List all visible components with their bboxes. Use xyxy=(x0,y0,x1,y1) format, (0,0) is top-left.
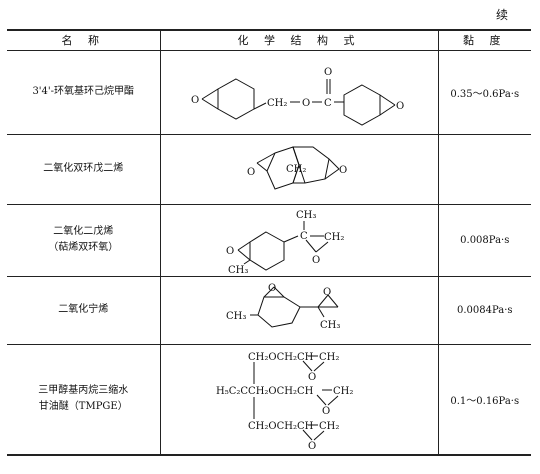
table-row: 3'4'-环氧基环己烷甲酯 O CH₂ O C O xyxy=(7,50,531,134)
epoxide-bond xyxy=(316,394,327,406)
ring-bond xyxy=(257,296,301,328)
epoxide-bond xyxy=(305,239,317,253)
atom-label: CH₂ xyxy=(319,352,339,363)
compound-name: 二氧化双环戊二烯 xyxy=(7,134,161,204)
atom-label: O xyxy=(312,255,320,266)
epoxide-bond xyxy=(237,241,251,251)
epoxide-bond xyxy=(237,249,251,261)
viscosity-value: 0.35～0.6Pa·s xyxy=(450,88,520,100)
compound-name-line: 3'4'-环氧基环己烷甲酯 xyxy=(32,86,135,97)
atom-label: O xyxy=(226,246,234,257)
ring-bond xyxy=(343,84,381,126)
viscosity-value: 0.008Pa·s xyxy=(460,234,510,246)
atom-label: O xyxy=(302,98,310,109)
ring-bond xyxy=(249,231,285,271)
atom-label: CH₃ xyxy=(228,265,248,274)
compound-table: 名 称 化 学 结 构 式 黏 度 3'4'-环氧基环己烷甲酯 O CH₂ xyxy=(7,29,531,456)
bond xyxy=(317,306,325,318)
atom-label: O xyxy=(323,287,331,298)
atom-label: CH₃ xyxy=(226,311,246,322)
compound-name: 三甲醇基丙烷三缩水 甘油醚（TMPGE） xyxy=(7,344,161,455)
compound-name-line: （萜烯双环氧） xyxy=(48,242,119,253)
bond xyxy=(283,235,299,243)
viscosity-value: 0.0084Pa·s xyxy=(456,304,513,316)
compound-name: 二氧化宁烯 xyxy=(7,276,161,344)
atom-label: CH₂ xyxy=(333,386,353,397)
bridge-bond xyxy=(292,146,306,184)
epoxide-bond xyxy=(327,395,339,406)
ring-bond xyxy=(292,146,330,184)
header-viscosity: 黏 度 xyxy=(463,34,507,48)
atom-label: CH₃ xyxy=(320,320,340,331)
epoxide-bond xyxy=(324,168,340,180)
atom-label: O xyxy=(308,441,316,451)
epoxide-bond xyxy=(256,152,276,164)
structure-diagram: O CH₃ O CH₃ xyxy=(226,283,340,331)
structure-cell: O CH₂ O C O O O xyxy=(160,50,439,134)
viscosity-value xyxy=(438,134,531,204)
epoxide-bond xyxy=(201,98,219,110)
epoxide-bond xyxy=(327,294,339,308)
epoxide-bond xyxy=(302,429,313,441)
bond xyxy=(243,259,251,265)
atom-label: O xyxy=(322,406,330,417)
structure-diagram: CH₃ C CH₂ O O CH₃ xyxy=(226,210,344,274)
epoxide-bond xyxy=(201,88,219,100)
table-row: 二氧化二戊烯 （萜烯双环氧） CH₃ C CH₂ O O xyxy=(7,204,531,276)
ring-bond xyxy=(217,78,255,120)
atom-label: O xyxy=(191,95,199,106)
atom-label: O xyxy=(396,101,404,112)
compound-name-line: 二氧化二戊烯 xyxy=(53,226,114,237)
atom-label: CH₃ xyxy=(296,210,316,221)
table-row: 二氧化宁烯 O CH₃ O CH₃ xyxy=(7,276,531,344)
atom-label: C xyxy=(300,231,308,242)
epoxide-bond xyxy=(317,294,329,308)
continued-label: 续 xyxy=(496,8,509,22)
atom-label: CH₂OCH₂CH xyxy=(248,421,314,432)
epoxide-bond xyxy=(379,104,396,116)
header-name: 名 称 xyxy=(7,30,161,50)
atom-label: CH₂ xyxy=(324,232,344,243)
viscosity-value: 0.1～0.16Pa·s xyxy=(450,395,520,407)
bond xyxy=(253,102,267,110)
atom-label: C xyxy=(324,98,332,109)
epoxide-bond xyxy=(263,286,275,298)
epoxide-bond xyxy=(313,361,325,372)
structure-cell: O CH₃ O CH₃ xyxy=(160,276,439,344)
compound-name-line: 甘油醚（TMPGE） xyxy=(38,401,128,413)
structure-cell: O CH₂ O xyxy=(160,134,439,204)
atom-label: O xyxy=(339,165,347,176)
structure-diagram: CH₂OCH₂CH CH₂ O H₅C₂CCH₂OCH₂CH CH₂ O xyxy=(216,352,353,451)
epoxide-bond xyxy=(379,94,396,106)
epoxide-bond xyxy=(315,241,329,253)
table-header-row: 名 称 化 学 结 构 式 黏 度 xyxy=(7,30,531,50)
atom-label: CH₂ xyxy=(286,164,306,175)
structure-diagram: O CH₂ O C O O O xyxy=(191,67,404,126)
atom-label: O xyxy=(324,67,332,78)
epoxide-bond xyxy=(302,360,313,372)
epoxide-bond xyxy=(328,158,340,170)
atom-label: CH₂ xyxy=(319,421,339,432)
structure-diagram: O CH₂ O xyxy=(247,146,347,190)
epoxide-bond xyxy=(273,286,285,298)
epoxide-bond xyxy=(313,430,325,441)
atom-label: H₅C₂CCH₂OCH₂CH xyxy=(216,386,314,397)
epoxide-bond xyxy=(256,162,268,172)
header-structure: 化 学 结 构 式 xyxy=(160,30,439,50)
atom-label: O xyxy=(247,167,255,178)
structure-cell: CH₂OCH₂CH CH₂ O H₅C₂CCH₂OCH₂CH CH₂ O xyxy=(160,344,439,455)
compound-name: 3'4'-环氧基环己烷甲酯 xyxy=(7,50,161,134)
table-row: 三甲醇基丙烷三缩水 甘油醚（TMPGE） CH₂OCH₂CH CH₂ O H₅C… xyxy=(7,344,531,455)
atom-label: CH₂ xyxy=(267,98,287,109)
structure-cell: CH₃ C CH₂ O O CH₃ xyxy=(160,204,439,276)
atom-label: O xyxy=(308,372,316,383)
compound-name-line: 二氧化宁烯 xyxy=(58,304,109,315)
compound-name-line: 二氧化双环戊二烯 xyxy=(43,163,124,174)
atom-label: O xyxy=(268,283,276,294)
table-row: 二氧化双环戊二烯 O CH₂ O xyxy=(7,134,531,204)
compound-name-line: 三甲醇基丙烷三缩水 xyxy=(38,385,129,397)
compound-name: 二氧化二戊烯 （萜烯双环氧） xyxy=(7,204,161,276)
atom-label: CH₂OCH₂CH xyxy=(248,352,314,363)
